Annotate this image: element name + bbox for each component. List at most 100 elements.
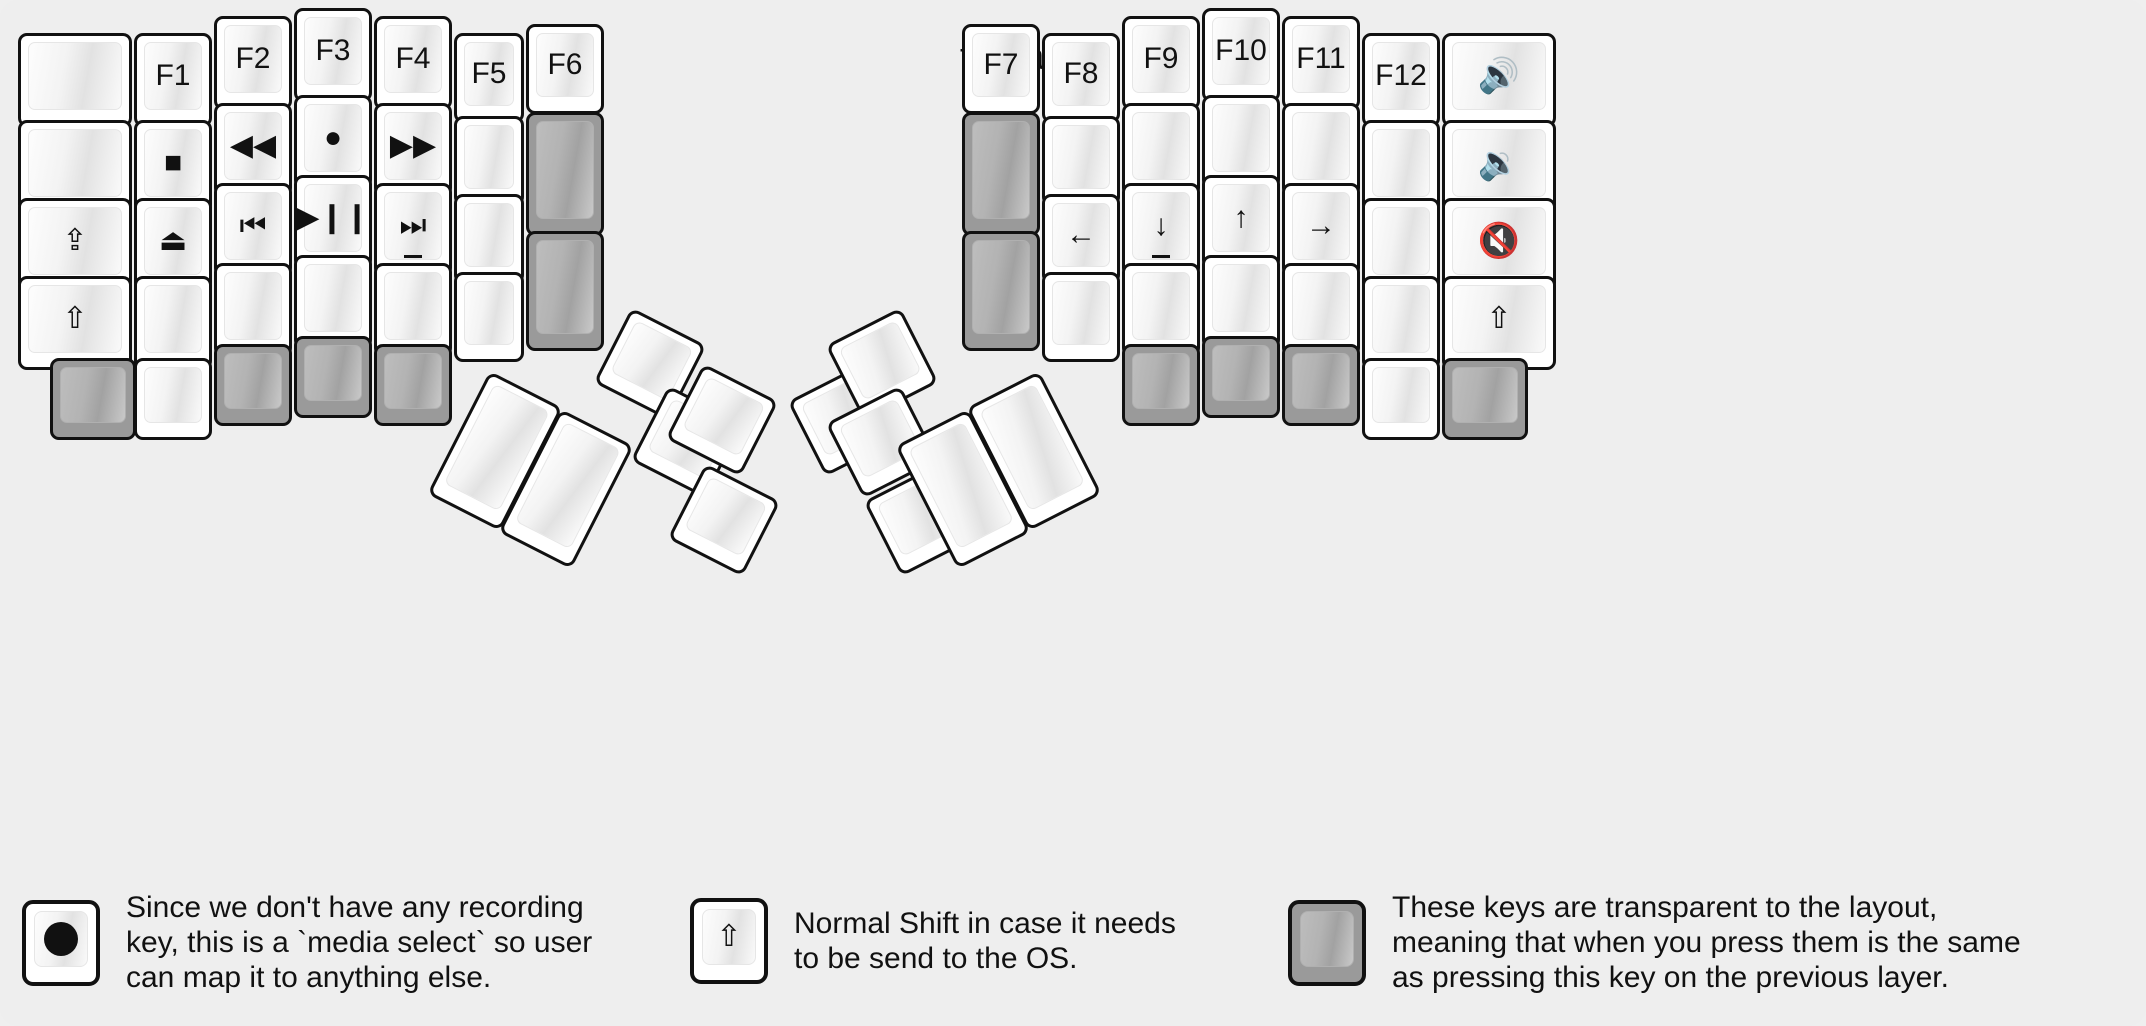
keycap: ⏭: [384, 192, 442, 260]
keycap: ⇧: [702, 909, 756, 965]
keycap: [1132, 353, 1190, 409]
key-record[interactable]: ●: [294, 95, 372, 189]
key-arrow-up[interactable]: ↑: [1202, 175, 1280, 269]
key-next-track[interactable]: ⏭: [374, 183, 452, 277]
keycap: [610, 320, 694, 401]
keycap: ●: [304, 104, 362, 172]
key-play-pause[interactable]: ▶❙❙: [294, 175, 372, 269]
key-f6[interactable]: F6: [526, 24, 604, 114]
key-f5-r4[interactable]: [454, 272, 524, 362]
key-f9-r5-transparent[interactable]: [1122, 344, 1200, 426]
keycap: ⇧: [1452, 285, 1546, 353]
key-f3[interactable]: F3: [294, 8, 372, 102]
key-f4-r4[interactable]: [374, 263, 452, 357]
keycap: ⇪: [28, 207, 122, 275]
key-f5-r3[interactable]: [454, 194, 524, 284]
key-right-shift[interactable]: ⇧: [1442, 276, 1556, 370]
keycap: [1452, 367, 1518, 423]
key-rewind[interactable]: ◀◀: [214, 103, 292, 197]
key-f10-r4[interactable]: [1202, 255, 1280, 349]
stop-icon: ■: [163, 146, 183, 179]
legend-text-shift: Normal Shift in case it needs to be send…: [794, 906, 1176, 975]
key-f12-r5[interactable]: [1362, 358, 1440, 440]
key-f3-r5-transparent[interactable]: [294, 336, 372, 418]
keycap: ▶▶: [384, 112, 442, 180]
key-label: F7: [983, 48, 1019, 81]
arrow-left-icon: ←: [1066, 218, 1096, 251]
key-right-outer-r5-transparent[interactable]: [1442, 358, 1528, 440]
key-fast-forward[interactable]: ▶▶: [374, 103, 452, 197]
key-f2-r5-transparent[interactable]: [214, 344, 292, 426]
key-f2[interactable]: F2: [214, 16, 292, 110]
key-f2-r4[interactable]: [214, 263, 292, 357]
key-left-outer-r5-transparent[interactable]: [50, 358, 136, 440]
key-f4[interactable]: F4: [374, 16, 452, 110]
key-volume-up[interactable]: 🔊: [1442, 33, 1556, 127]
keycap: [1292, 112, 1350, 180]
key-left-shift[interactable]: ⇧: [18, 276, 132, 370]
key-f6-r2-transparent[interactable]: [526, 112, 604, 236]
keycap: ⏮: [224, 192, 282, 260]
keycap: F4: [384, 25, 442, 93]
key-label: F12: [1375, 59, 1427, 92]
key-f6-r3-transparent[interactable]: [526, 231, 604, 351]
key-f5-r2[interactable]: [454, 116, 524, 206]
key-f12-r4[interactable]: [1362, 276, 1440, 370]
key-volume-down[interactable]: 🔉: [1442, 120, 1556, 214]
key-f1-r4[interactable]: [134, 276, 212, 370]
key-f3-r4[interactable]: [294, 255, 372, 349]
key-label: F8: [1063, 57, 1099, 90]
key-f7-r2-transparent[interactable]: [962, 112, 1040, 236]
key-f11-r4[interactable]: [1282, 263, 1360, 357]
legend-item-shift: ⇧ Normal Shift in case it needs to be se…: [690, 898, 1250, 984]
keycap: [144, 367, 202, 423]
key-f11-r2[interactable]: [1282, 103, 1360, 197]
key-f11[interactable]: F11: [1282, 16, 1360, 110]
key-f9-r2[interactable]: [1122, 103, 1200, 197]
key-f1-r5[interactable]: [134, 358, 212, 440]
key-f9-r4[interactable]: [1122, 263, 1200, 357]
key-arrow-right[interactable]: →: [1282, 183, 1360, 277]
keycap: [1372, 367, 1430, 423]
key-f10-r2[interactable]: [1202, 95, 1280, 189]
volume-up-icon: 🔊: [1477, 57, 1521, 95]
key-prev-track[interactable]: ⏮: [214, 183, 292, 277]
keycap: [464, 125, 514, 189]
key-f7[interactable]: F7: [962, 24, 1040, 114]
keycap: [536, 240, 594, 334]
legend-item-record: Since we don't have any recording key, t…: [22, 890, 662, 995]
key-f11-r5-transparent[interactable]: [1282, 344, 1360, 426]
keycap: 🔇: [1452, 207, 1546, 275]
legend-text-record: Since we don't have any recording key, t…: [126, 891, 593, 995]
keycap: [304, 345, 362, 401]
shift-icon: ⇧: [1486, 302, 1512, 335]
key-f12[interactable]: F12: [1362, 33, 1440, 127]
keycap: [1372, 285, 1430, 353]
key-f8[interactable]: F8: [1042, 33, 1120, 123]
key-f8-r2[interactable]: [1042, 116, 1120, 206]
keycap: F5: [464, 42, 514, 106]
key-f7-r3-transparent[interactable]: [962, 231, 1040, 351]
key-left-outer-r1[interactable]: [18, 33, 132, 127]
key-label: F10: [1215, 34, 1267, 67]
keycap: ▶❙❙: [296, 184, 370, 252]
key-f5[interactable]: F5: [454, 33, 524, 123]
key-f1[interactable]: F1: [134, 33, 212, 127]
keycap: [1292, 272, 1350, 340]
key-arrow-down[interactable]: ↓: [1122, 183, 1200, 277]
keycap: [384, 353, 442, 409]
key-f8-r4[interactable]: [1042, 272, 1120, 362]
keycap: [1212, 264, 1270, 332]
key-f10[interactable]: F10: [1202, 8, 1280, 102]
key-f9[interactable]: F9: [1122, 16, 1200, 110]
key-f10-r5-transparent[interactable]: [1202, 336, 1280, 418]
key-label: F9: [1143, 42, 1179, 75]
keycap: ↑: [1212, 184, 1270, 252]
key-f4-r5-transparent[interactable]: [374, 344, 452, 426]
keycap: [1132, 112, 1190, 180]
key-arrow-left[interactable]: ←: [1042, 194, 1120, 284]
keycap: [1052, 125, 1110, 189]
keycap: [224, 353, 282, 409]
fast-forward-icon: ▶▶: [389, 129, 437, 162]
keycap: [34, 910, 88, 967]
